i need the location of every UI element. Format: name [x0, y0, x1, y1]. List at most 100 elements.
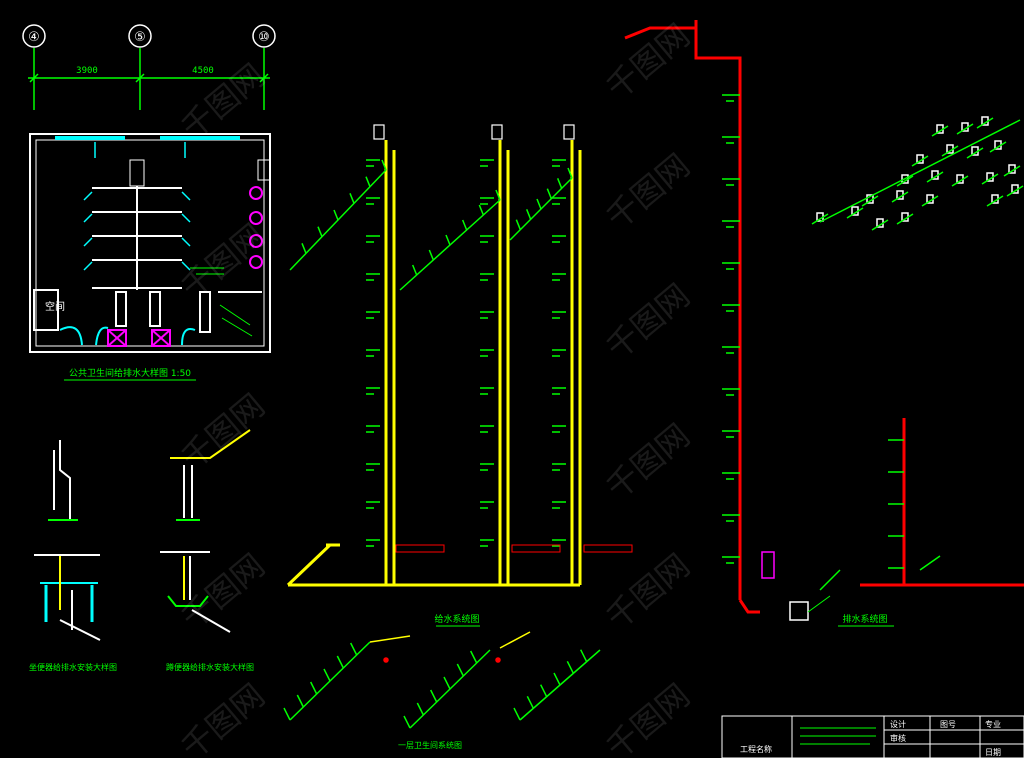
watermark-text: 千图网 — [599, 416, 697, 507]
title-block-cell-1: 工程名称 — [740, 744, 772, 754]
diagonal-fixture-tick — [411, 264, 418, 276]
plan-fixture-stroke — [181, 261, 191, 271]
plan-fixtures — [83, 142, 191, 271]
title-block-cell-5: 专业 — [985, 719, 1001, 729]
pump-symbol — [789, 601, 809, 621]
watermark-text: 千图网 — [599, 276, 697, 367]
iso-pipe — [966, 147, 984, 159]
lower-axon-dot — [495, 657, 501, 663]
lower-axon-tick — [296, 694, 305, 708]
iso-pipe — [911, 155, 929, 167]
lower-axon-tick — [469, 650, 478, 664]
diagonal-fixture-tick — [445, 234, 451, 246]
plan-title: 公共卫生间给排水大样图 1:50 — [69, 367, 191, 379]
axis-bubble-10: ⑩ — [252, 24, 276, 48]
plan-fixture-stroke — [181, 237, 191, 247]
diagonal-fixture-tick — [365, 176, 371, 187]
plan-fixture-stroke — [83, 213, 93, 223]
title-block-cell-3: 审核 — [890, 733, 906, 743]
plan-fixture-stroke — [83, 237, 93, 247]
detail-title-2: 蹲便器给排水安装大样图 — [166, 662, 254, 672]
title-block-notes — [800, 727, 876, 745]
plan-fixture-stroke — [181, 213, 191, 223]
iso-pipe — [891, 191, 909, 203]
iso-pipe — [1006, 185, 1024, 197]
watermark-text: 千图网 — [174, 546, 272, 637]
detail-upper-right — [170, 429, 251, 521]
iso-main-pipe — [819, 119, 1021, 223]
supply-riser-system: 给水系统图 — [286, 124, 633, 627]
detail-upper-left — [48, 440, 78, 521]
diagonal-fixture-tick — [556, 178, 563, 189]
supply-system-title: 给水系统图 — [434, 613, 479, 625]
lower-axon-tick — [553, 672, 561, 686]
lower-axonometric-diagram — [283, 631, 601, 729]
dim-spacing-2: 4500 — [192, 66, 214, 76]
drain-branch-ticks — [722, 94, 941, 591]
plan-doors — [33, 289, 262, 346]
title-block-cell-4: 图号 — [940, 720, 956, 729]
lower-axon-tick — [513, 707, 521, 721]
title-block: 工程名称 设计 审核 图号 专业 日期 — [721, 715, 1024, 758]
lower-axon-tick — [283, 707, 291, 721]
stall-dividers — [92, 187, 182, 289]
diagonal-fixture-tick — [333, 209, 339, 221]
plan-outer-wall — [29, 133, 271, 353]
washroom-plan: 空间 公共卫生间给排水大样图 1:50 — [29, 133, 271, 381]
iso-pipe — [941, 145, 959, 157]
dim-spacing-1: 3900 — [76, 66, 98, 76]
riser-top-valves — [373, 124, 575, 140]
iso-pipe — [926, 171, 944, 183]
lower-axon-tick — [526, 695, 535, 709]
iso-pipe — [871, 219, 889, 231]
lower-axon-tick — [323, 668, 331, 682]
axis-bubble-4: ④ — [22, 24, 46, 48]
iso-pipe — [951, 175, 969, 187]
lower-axon-tick — [416, 702, 425, 716]
diagonal-fixture-tick — [349, 193, 355, 204]
iso-pipe — [921, 195, 939, 207]
lower-axon-tick — [403, 715, 411, 729]
axis-label-5: ⑤ — [134, 30, 146, 45]
plan-fixture-stroke — [83, 191, 93, 201]
iso-pipe — [976, 117, 994, 129]
axis-label-4: ④ — [28, 30, 40, 45]
lower-axon-dot — [383, 657, 389, 663]
diagonal-fixture-tick — [301, 243, 307, 254]
diagonal-fixture-tick — [317, 226, 323, 237]
plan-room-label: 空间 — [45, 300, 65, 313]
lower-axon-tick — [309, 681, 318, 695]
iso-pipe — [1003, 165, 1021, 177]
plan-fixture-stroke — [83, 261, 93, 271]
lower-axon-tick — [539, 684, 548, 698]
iso-pipe — [956, 123, 974, 135]
riser-diagonal-branches — [289, 159, 573, 291]
plan-fixture-stroke — [181, 191, 191, 201]
diagonal-fixture-tick — [567, 167, 573, 179]
iso-pipe — [896, 213, 914, 225]
iso-pipe — [861, 195, 879, 207]
drain-riser-system: 排水系统图 — [624, 20, 1024, 627]
lower-axon-yellow — [499, 631, 531, 649]
watermark-text: 千图网 — [599, 546, 697, 637]
diagonal-fixture-tick — [428, 249, 435, 261]
detail-title-1: 坐便器给排水安装大样图 — [29, 662, 117, 672]
diagonal-fixture-tick — [525, 209, 532, 220]
iso-pipe — [811, 213, 829, 225]
diagonal-fixture-tick — [495, 189, 501, 201]
cleanout-symbols — [107, 329, 171, 347]
riser-branch-ticks — [366, 159, 566, 547]
diagonal-fixture-tick — [478, 204, 485, 216]
watermark-text: 千图网 — [174, 216, 272, 307]
axis-bubble-5: ⑤ — [128, 24, 152, 48]
grid-axes: ④ ⑤ ⑩ 3900 4500 — [22, 24, 276, 110]
axis-label-10: ⑩ — [258, 30, 270, 45]
watermark-text: 千图网 — [599, 676, 697, 758]
iso-pipe — [989, 141, 1007, 153]
lower-axon-tick — [566, 660, 575, 674]
isometric-fixture-cluster — [811, 116, 1024, 231]
diagonal-fixture-tick — [536, 198, 542, 210]
diagonal-fixture-tick — [461, 219, 468, 231]
iso-pipe — [981, 173, 999, 185]
